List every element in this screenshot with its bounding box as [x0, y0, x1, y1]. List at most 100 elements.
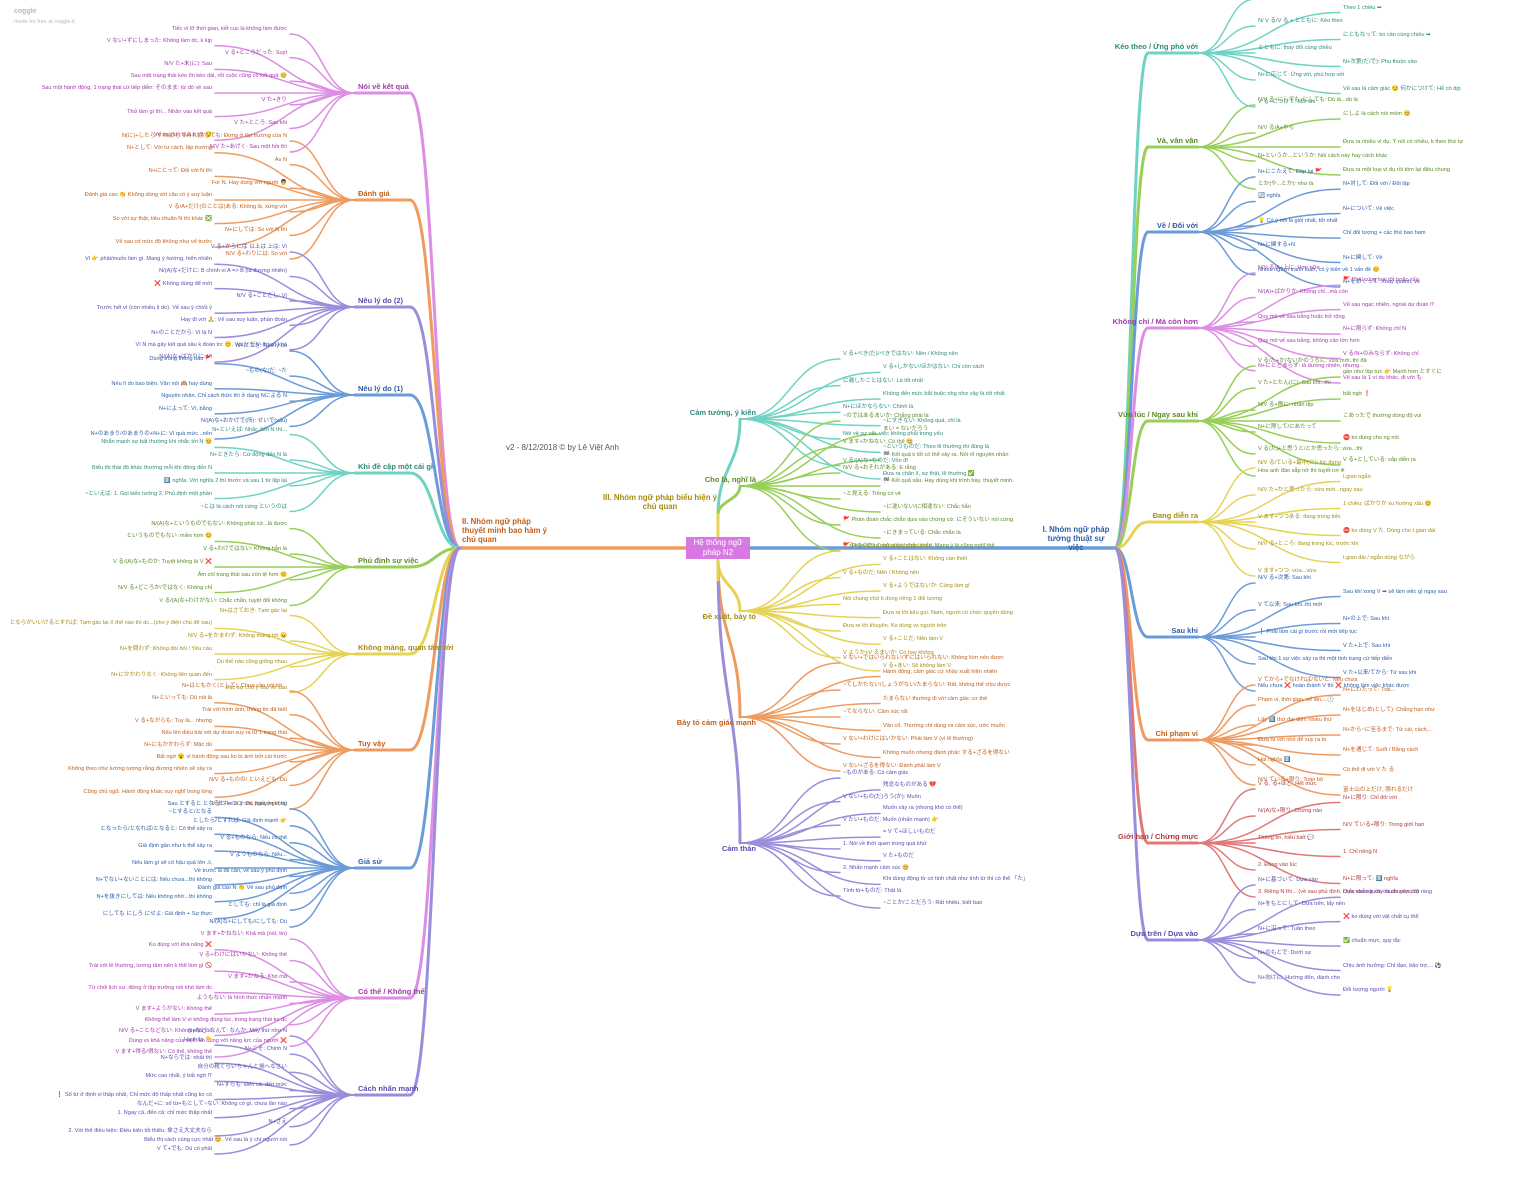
grammar-item[interactable]: N/V る+ものの/ といえども: Dù	[209, 777, 287, 784]
grammar-item[interactable]: 1. Nói về thời quen trong quá khứ	[843, 840, 927, 847]
grammar-item[interactable]: t.gian dài / ngắn dùng ながら	[1343, 554, 1416, 561]
grammar-item[interactable]: 2. Với thể điều kiện: Điều kiện tối thiể…	[68, 1127, 212, 1134]
grammar-item[interactable]: V る+につけて: Mỗi khi	[1258, 99, 1316, 105]
grammar-item[interactable]: Đưa ra lời khuyên. Ko dùng vs người trên	[843, 623, 947, 629]
branch-label[interactable]: Cảm tưởng, ý kiến	[689, 408, 756, 417]
grammar-item[interactable]: N+はともかく(として): Chưa cần nói tới...	[181, 683, 287, 689]
grammar-item[interactable]: まい = ないだろう	[883, 426, 929, 432]
branch-label[interactable]: Giới hạn / Chừng mực	[1118, 832, 1198, 841]
grammar-item[interactable]: V る+べき(だ)/べきではない: Nên / Không nên	[843, 351, 958, 357]
branch-label[interactable]: Giả sử	[358, 857, 382, 866]
grammar-item[interactable]: Ko dùng với khả năng ❌	[148, 941, 212, 948]
branch-label[interactable]: Không chỉ / Mà còn hơn	[1112, 317, 1198, 326]
grammar-item[interactable]: Chỉ đối tượng + các thứ bao hàm	[1343, 230, 1426, 237]
grammar-item[interactable]: N/V ている+限り: Trong giới hạn	[1343, 821, 1425, 828]
branch-label[interactable]: Nêu lý do (2)	[358, 296, 404, 305]
grammar-item[interactable]: Biểu thị thái độ khác thường mỗi khi độn…	[92, 465, 212, 471]
grammar-item[interactable]: とならがいいけるとすれば: Tạm gác lại X thể nào thì …	[9, 620, 212, 627]
grammar-item[interactable]: Mức cao nhất, ý bất ngờ ⁉	[145, 1073, 212, 1080]
grammar-item[interactable]: Vế sau ngạc nhiên, ngoài dự đoán ⁉	[1343, 301, 1435, 308]
grammar-item[interactable]: ようもない: là hình thức nhân mạnh	[196, 995, 287, 1002]
grammar-item[interactable]: V る+ことはない: Không cần thiết	[883, 556, 968, 563]
grammar-item[interactable]: N+次第(だ/で): Phụ thuộc vào	[1343, 58, 1417, 65]
grammar-item[interactable]: V る+しかない/ほかはない: Chỉ còn cách	[883, 364, 985, 371]
grammar-item[interactable]: gần như lập tức 👉 Mạnh hơn とすぐに	[1343, 369, 1442, 375]
grammar-item[interactable]: N+さえ	[268, 1118, 288, 1125]
grammar-item[interactable]: Nguyên nhân. Chỉ cách thức thì ở dạng Nに…	[161, 393, 287, 400]
grammar-item[interactable]: N+向けに: Hướng đến, dành cho	[1258, 974, 1340, 981]
grammar-item[interactable]: 富士山の上だけ, 限れるだけ	[1343, 787, 1414, 793]
grammar-item[interactable]: ✅ chuẩn mực, quy tắc	[1343, 938, 1401, 945]
grammar-item[interactable]: V る/(A)な+ものか: Tuyệt không là V ❌	[113, 559, 212, 565]
grammar-item[interactable]: 🏁 Kết quả k tốt có thể xảy ra. Nói rõ ng…	[883, 452, 1009, 458]
grammar-item[interactable]: N+から~に至るまで: Từ cái, cách,...	[1343, 727, 1433, 733]
grammar-item[interactable]: N+など: なんて: なんか: Mấy thứ như N	[188, 1028, 287, 1034]
grammar-item[interactable]: V ようものなら: Nếu...	[230, 851, 287, 858]
grammar-item[interactable]: ~ものがある: Có cảm giác	[843, 770, 909, 776]
grammar-item[interactable]: Thử làm gì thì... Nhân vào kết quả	[127, 108, 212, 115]
branch-label[interactable]: Đánh giá	[358, 189, 390, 198]
grammar-item[interactable]: ~と見える: Trông có vẻ	[843, 491, 901, 497]
grammar-item[interactable]: Thông tin, hiểu biết 💬	[1258, 835, 1315, 841]
grammar-item[interactable]: V る/(A)な+ものだ: Vốn dĩ	[843, 457, 908, 464]
branch-label[interactable]: Và, vân vân	[1156, 136, 1198, 145]
grammar-item[interactable]: N+に際して/にあたって	[1258, 424, 1317, 430]
grammar-item[interactable]: ⛔ ko dùng V た. Dùng cho t.gian dài	[1343, 527, 1436, 534]
grammar-item[interactable]: ~ことか/ことだろう: Rất nhiều, biết bao	[883, 900, 983, 906]
branch-label[interactable]: Nói về kết quả	[358, 82, 409, 91]
grammar-item[interactable]: とか(や...とか): như là	[1258, 181, 1314, 187]
grammar-item[interactable]: Khi dùng động từ có tính chất như tính t…	[883, 876, 1029, 883]
grammar-item[interactable]: Lấy 1️⃣ thứ đại diện nhiều thứ	[1258, 717, 1332, 723]
grammar-item[interactable]: N+を問わず: Không đòi hỏi / Yêu cầu	[119, 646, 212, 652]
grammar-item[interactable]: なんだ+に: số từ+もとして~ない: Không có gì, chưa …	[136, 1100, 287, 1107]
branch-label[interactable]: Tuy vậy	[358, 739, 386, 748]
coggle-logo[interactable]: coggle	[14, 8, 37, 15]
branch-label[interactable]: Cảm thán	[721, 844, 756, 853]
grammar-item[interactable]: N+対して: Đối với / Đối lập	[1343, 181, 1410, 188]
grammar-item[interactable]: V ます+ようがない: Không thể	[135, 1006, 212, 1013]
grammar-item[interactable]: V る+ながらも: Tuy là... nhưng	[134, 718, 212, 725]
branch-label[interactable]: Cho là, nghĩ là	[704, 475, 756, 484]
grammar-item[interactable]: に越したことはない: Là tốt nhất	[843, 377, 923, 384]
grammar-item[interactable]: Vì 👉 phải/muốn làm gì. Mang ý hướng, hiể…	[85, 256, 212, 263]
grammar-item[interactable]: N+をはじめ(として): Chẳng hạn như	[1343, 707, 1436, 713]
grammar-item[interactable]: N+に限らず: Không chỉ N	[1343, 326, 1407, 333]
grammar-item[interactable]: Tiếc vì lỡ thời gian, kết cục là không l…	[172, 26, 287, 32]
grammar-item[interactable]: N/V る+をかまわず: Không màng tới 😠	[187, 633, 287, 640]
grammar-item[interactable]: ~というものだ: Theo lẽ thường thì đúng là	[883, 444, 990, 451]
branch-label[interactable]: Đang diễn ra	[1152, 511, 1198, 520]
grammar-item[interactable]: ❗ Số từ ở định vị thấp nhất, Chỉ mức độ …	[56, 1091, 212, 1098]
grammar-item[interactable]: V る+ものなら: Nếu có thể	[220, 834, 287, 841]
grammar-item[interactable]: N/(A)な+にしても/にしても: Dù	[209, 919, 287, 925]
grammar-item[interactable]: N+の上で: Sau khi	[1343, 615, 1389, 622]
grammar-item[interactable]: V る+わけではない: Không hẳn là	[203, 546, 287, 553]
grammar-item[interactable]: N+こそ: Chính N	[244, 1046, 287, 1053]
grammar-item[interactable]: bất ngờ ❗	[1343, 391, 1371, 397]
grammar-item[interactable]: N/V る/A+やら	[1258, 125, 1295, 131]
grammar-item[interactable]: とともに: thay đổi cùng chiều	[1258, 45, 1332, 51]
grammar-item[interactable]: Sau とすると となると ko là ý chí, nguyện vọng	[167, 801, 287, 807]
grammar-item[interactable]: 🚩 Phải cùng loại tốt hoặc xấu	[1343, 277, 1419, 284]
grammar-item[interactable]: Đối tượng người 💡	[1343, 987, 1394, 993]
grammar-item[interactable]: ~にきまっている: Chắc chắn là	[883, 530, 961, 536]
grammar-item[interactable]: N+というか...というか: Nói cách này hay cách khá…	[1258, 153, 1388, 159]
grammar-item[interactable]: N/V る+ことだし: Vì	[236, 292, 287, 299]
grammar-item[interactable]: ~てしかたない/しょうがない/たまらない: Rất, không thể chị…	[843, 682, 1011, 688]
grammar-item[interactable]: N/V る+ところ: đang trong lúc, trước khi	[1258, 541, 1359, 547]
grammar-item[interactable]: V た+きり	[261, 96, 287, 103]
grammar-item[interactable]: ~とは là cách nói cứng というのは	[200, 503, 287, 510]
grammar-item[interactable]: N+を抜きにしては: Nếu không nhờ...thì không	[96, 893, 212, 900]
grammar-item[interactable]: 🚩 Phán đoán chủ quan, chắc chắn. Mang ý …	[843, 543, 995, 549]
grammar-item[interactable]: V ない+ざるを得ない: Đành phải làm V	[843, 763, 941, 769]
grammar-item[interactable]: 💡 Có ý nói là giỏi nhất, tốt nhất	[1258, 217, 1338, 224]
section-II-label[interactable]: II. Nhóm ngữ pháp thuyết minh bao hàm ý …	[462, 517, 547, 544]
grammar-item[interactable]: V る+ところだった: Suýt	[224, 49, 287, 56]
grammar-item[interactable]: N+はさておき: Tạm gác lại	[219, 607, 287, 614]
grammar-item[interactable]: V ない+わけにはいかない: Phải làm V (vì lẽ thường)	[843, 736, 974, 742]
grammar-item[interactable]: N+ならでは: nhất thì	[160, 1055, 212, 1062]
grammar-item[interactable]: V る+まい: Sẽ không làm V	[883, 663, 951, 669]
grammar-item[interactable]: V た+ものだ	[883, 852, 914, 859]
grammar-item[interactable]: Đặc sự chú ý vào về sau	[225, 684, 287, 691]
grammar-item[interactable]: Vế sau là cảm giác 😏 何かにつけて: Hễ có dịp	[1343, 85, 1461, 92]
grammar-item[interactable]: Chịu ảnh hưởng: Chỉ đạo, bảo trợ,... ⚽	[1343, 962, 1442, 969]
